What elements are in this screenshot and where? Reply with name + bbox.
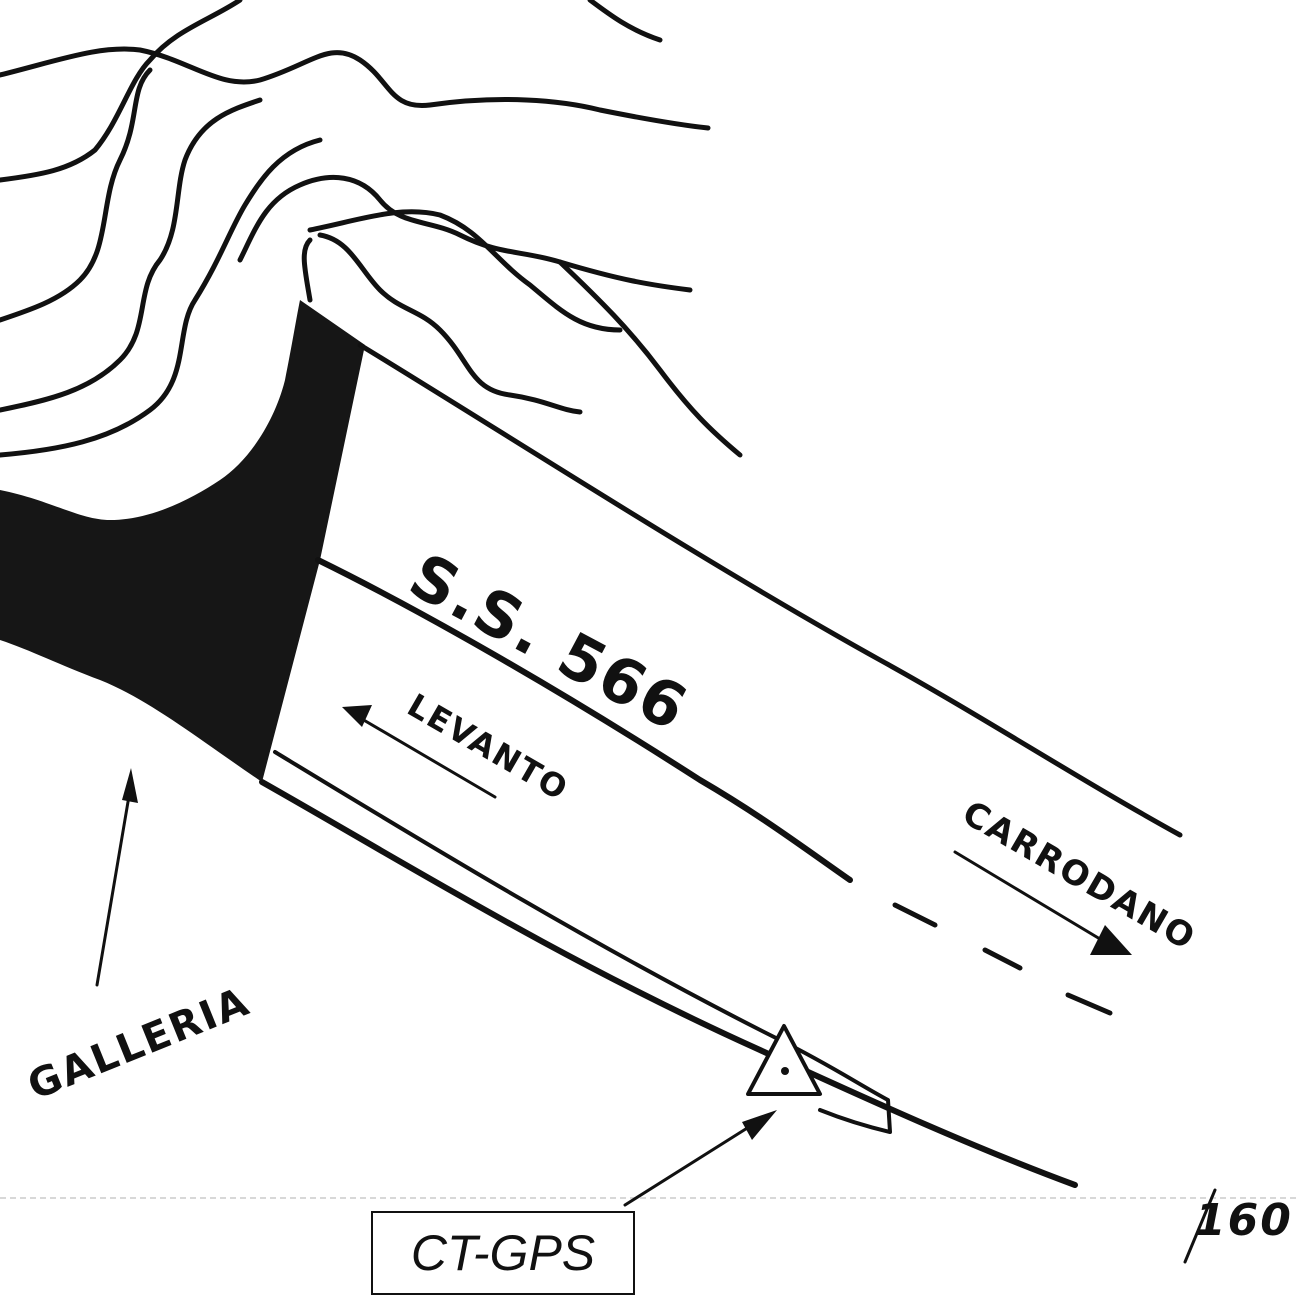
arrow-left-icon <box>348 710 497 799</box>
road-edges <box>259 342 1183 1188</box>
contour-line <box>0 97 263 413</box>
contour-lines <box>0 0 743 458</box>
contour-line <box>307 209 623 333</box>
page-number-stroke <box>1183 1188 1217 1264</box>
contour-line <box>0 0 243 183</box>
road-centre-line <box>315 557 853 883</box>
arrow-right-icon <box>953 850 1112 947</box>
road-lower-edge <box>259 779 1078 1188</box>
contour-line <box>317 232 583 415</box>
lane-dash <box>1065 992 1113 1016</box>
contour-line <box>557 259 743 458</box>
tunnel-portal <box>0 300 365 782</box>
direction-levanto: LEVANTO <box>342 686 575 809</box>
contour-line <box>301 237 313 303</box>
station-dot <box>781 1067 789 1075</box>
station-triangle <box>746 1024 822 1096</box>
contour-line <box>237 174 693 293</box>
arrow-left-head <box>342 705 372 727</box>
arrow-right-head <box>1090 925 1132 955</box>
contour-line <box>0 137 323 458</box>
station-label-box: CT-GPS <box>371 1211 635 1295</box>
station-pointer <box>623 1110 777 1207</box>
direction-carrodano: CARRODANO <box>953 793 1203 959</box>
station-pointer-line <box>623 1118 762 1207</box>
contour-line <box>0 46 711 131</box>
tunnel-pointer-line <box>95 788 132 987</box>
lane-dash <box>982 947 1023 971</box>
tunnel-pointer-head <box>122 768 138 803</box>
dashed-lane <box>892 902 1113 1016</box>
contour-line <box>0 67 153 323</box>
direction-levanto-label: LEVANTO <box>401 686 575 809</box>
tunnel-label: GALLERIA <box>22 979 257 1110</box>
tunnel-callout: GALLERIA <box>22 768 257 1110</box>
station-label: CT-GPS <box>410 1225 596 1281</box>
contour-line <box>587 0 663 43</box>
station-pointer-head <box>742 1110 777 1140</box>
lane-dash <box>892 902 938 928</box>
road-upper-edge <box>357 342 1183 838</box>
triangle-dot-icon <box>746 1024 822 1096</box>
